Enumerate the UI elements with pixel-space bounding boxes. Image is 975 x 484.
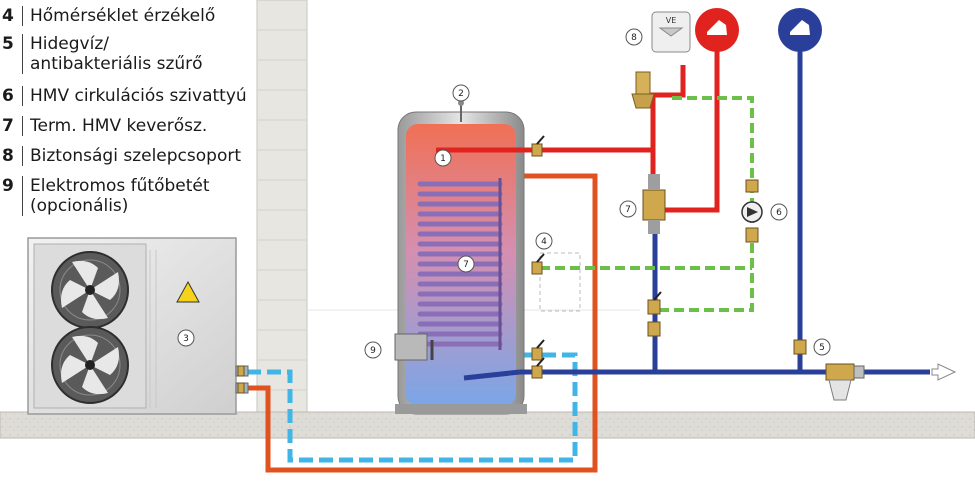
callout-8-label: 8	[631, 33, 637, 43]
callout-3-label: 3	[183, 334, 189, 344]
hot-water-tap-icon	[695, 8, 739, 52]
legend-item-7: 7 Term. HMV keverősz.	[0, 116, 207, 136]
callout-7b	[457, 255, 475, 273]
legend-number: 4	[2, 6, 14, 26]
expansion-vessel-label: VE	[666, 16, 677, 25]
hot-water-tank	[394, 100, 527, 415]
legend-item-9: 9 Elektromos fűtőbetét (opcionális)	[0, 176, 210, 216]
legend-text: Biztonsági szelepcsoport	[30, 146, 242, 166]
heat-pump-return-line	[247, 352, 578, 463]
heat-exchanger-coil	[417, 181, 503, 347]
callout-6-label: 6	[776, 208, 782, 218]
legend-number: 8	[2, 146, 14, 166]
legend-text: Hidegvíz/ antibakteriális szűrő	[30, 34, 203, 74]
callout-7b-label: 7	[463, 260, 469, 270]
legend-text: Elektromos fűtőbetét (opcionális)	[30, 176, 210, 216]
circulation-pump	[741, 179, 763, 243]
callout-5	[813, 338, 831, 356]
callout-5-label: 5	[819, 343, 825, 353]
legend-item-4: 4 Hőmérséklet érzékelő	[0, 6, 215, 26]
hot-water-line	[520, 30, 720, 213]
callout-7a	[619, 200, 637, 218]
callout-4	[535, 232, 553, 250]
wall	[256, 0, 308, 413]
legend-item-5: 5 Hidegvíz/ antibakteriális szűrő	[0, 34, 203, 74]
callout-8	[625, 28, 643, 46]
inlet-arrow-icon	[931, 363, 957, 381]
safety-valve	[635, 71, 651, 95]
callout-4-label: 4	[541, 237, 547, 247]
legend-text: HMV cirkulációs szivattyú	[30, 86, 247, 106]
expansion-vessel: VE	[651, 11, 691, 53]
component-legend: 4 Hőmérséklet érzékelő 5 Hidegvíz/ antib…	[0, 0, 290, 240]
water-filter	[825, 363, 865, 401]
heat-pump-unit	[27, 237, 249, 415]
warning-icon	[176, 280, 200, 303]
legend-number: 7	[2, 116, 14, 136]
legend-number: 6	[2, 86, 14, 106]
legend-text: Hőmérséklet érzékelő	[30, 6, 216, 26]
legend-text: Term. HMV keverősz.	[30, 116, 208, 136]
callout-2-label: 2	[458, 89, 464, 99]
legend-item-8: 8 Biztonsági szelepcsoport	[0, 146, 241, 166]
callout-2	[452, 84, 470, 102]
callout-9-label: 9	[370, 346, 376, 356]
heat-pump-flow-line	[247, 173, 598, 473]
legend-number: 9	[2, 176, 14, 196]
legend-item-6: 6 HMV cirkulációs szivattyú	[0, 86, 247, 106]
callout-1-label: 1	[440, 154, 446, 164]
mixing-valve	[642, 174, 666, 234]
callout-9	[364, 341, 382, 359]
callout-6	[770, 203, 788, 221]
cold-water-tap-icon	[778, 8, 822, 52]
callout-3	[177, 329, 195, 347]
cold-water-line	[520, 30, 930, 375]
callout-7a-label: 7	[625, 205, 631, 215]
callout-1	[434, 149, 452, 167]
legend-number: 5	[2, 34, 14, 54]
floor-slab	[0, 411, 975, 439]
